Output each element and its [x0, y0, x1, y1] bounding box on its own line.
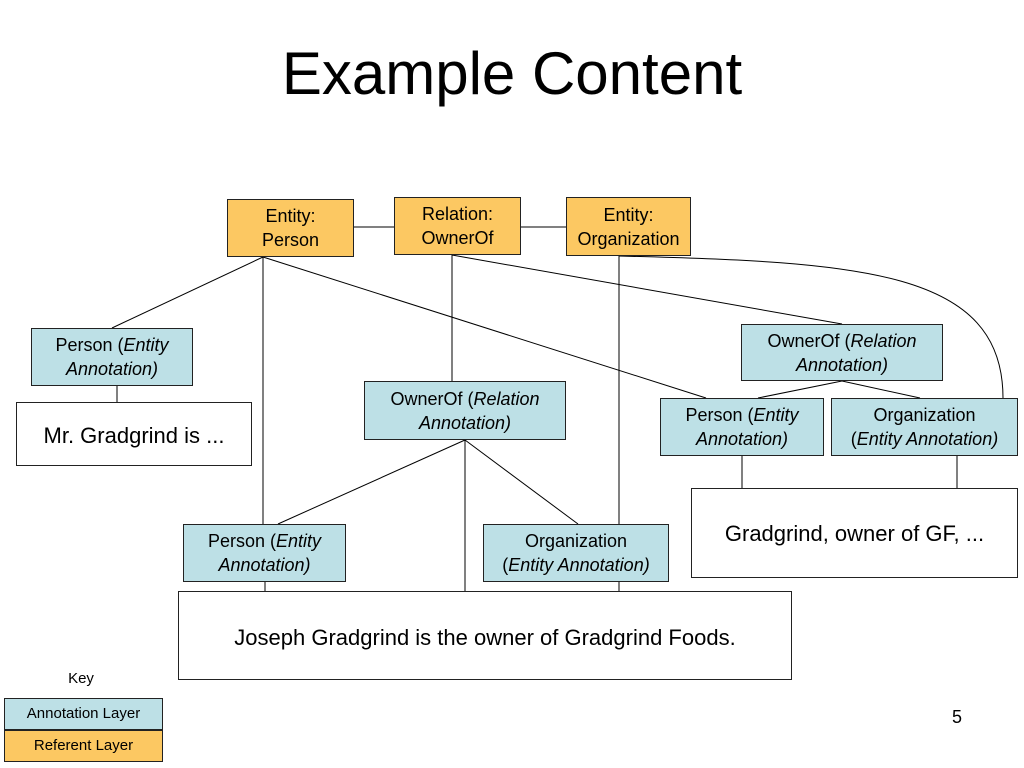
ownerof-right-italic1: Relation: [850, 330, 917, 351]
entity-organization-box: Entity: Organization: [566, 197, 691, 256]
person-right-italic2: Annotation): [695, 429, 789, 449]
person-left-italic2: Annotation): [65, 359, 159, 379]
text-box-left: Mr. Gradgrind is ...: [16, 402, 252, 466]
person-right-italic1: Entity: [753, 405, 799, 425]
ownerof-right-italic2: Annotation): [795, 354, 889, 375]
key-referent-layer-label: Referent Layer: [33, 737, 134, 754]
page-number: 5: [951, 707, 962, 727]
organization-bottom-prefix2: (: [502, 555, 509, 575]
organization-annotation-right: Organization (Entity Annotation): [831, 398, 1018, 456]
ownerof-middle-italic1: Relation: [473, 388, 540, 409]
key-referent-layer: Referent Layer: [4, 730, 163, 762]
organization-right-line1: Organization: [873, 405, 976, 425]
entity-person-box: Entity: Person: [227, 199, 354, 257]
entity-organization-line2: Organization: [577, 228, 680, 249]
organization-right-prefix2: (: [850, 429, 857, 449]
text-bottom: Joseph Gradgrind is the owner of Gradgri…: [234, 625, 736, 650]
organization-annotation-bottom: Organization (Entity Annotation): [483, 524, 669, 582]
ownerof-right-prefix: OwnerOf (: [767, 330, 851, 351]
key-annotation-layer: Annotation Layer: [4, 698, 163, 730]
organization-bottom-line1: Organization: [524, 531, 628, 551]
ownerof-middle-italic2: Annotation): [418, 412, 512, 433]
entity-organization-line1: Entity:: [603, 204, 654, 225]
person-bottom-prefix: Person (: [207, 531, 276, 551]
slide-title: Example Content: [281, 40, 743, 107]
organization-bottom-italic2: Entity Annotation): [508, 555, 650, 575]
ownerof-middle-prefix: OwnerOf (: [390, 388, 474, 409]
text-box-right: Gradgrind, owner of GF, ...: [691, 488, 1018, 578]
relation-ownerof-line2: OwnerOf: [421, 228, 494, 248]
person-right-prefix: Person (: [685, 405, 754, 425]
person-bottom-italic1: Entity: [276, 531, 322, 551]
text-right: Gradgrind, owner of GF, ...: [724, 521, 985, 546]
text-box-bottom: Joseph Gradgrind is the owner of Gradgri…: [178, 591, 792, 680]
person-left-prefix: Person (: [55, 335, 124, 355]
person-left-italic1: Entity: [123, 335, 169, 355]
relation-ownerof-box: Relation: OwnerOf: [394, 197, 521, 255]
key-annotation-layer-label: Annotation Layer: [26, 705, 141, 722]
text-left: Mr. Gradgrind is ...: [43, 423, 225, 448]
key-label: Key: [68, 670, 94, 687]
relation-ownerof-line1: Relation:: [421, 204, 494, 224]
person-bottom-italic2: Annotation): [218, 555, 311, 575]
entity-person-line1: Entity:: [265, 206, 316, 226]
organization-right-italic2: Entity Annotation): [856, 429, 999, 449]
entity-person-line2: Person: [261, 230, 320, 250]
